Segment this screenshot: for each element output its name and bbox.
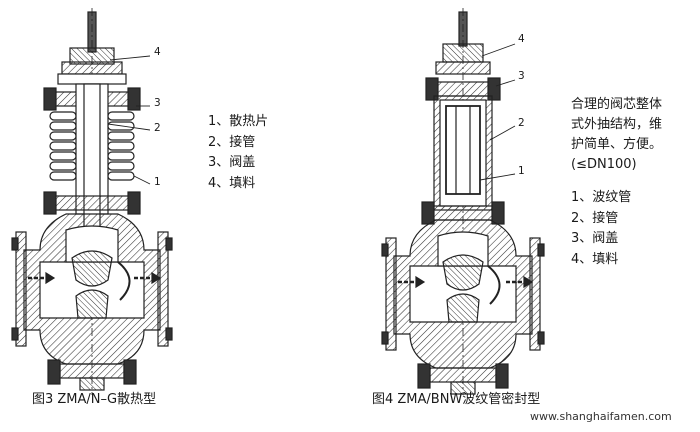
valve-figure-3: [11, 8, 173, 395]
figure3-caption: 图3 ZMA/N–G散热型: [32, 392, 157, 407]
callout-2: 2: [154, 122, 161, 134]
legend-item: 3、阀盖: [571, 231, 619, 246]
description-line: (≤DN100): [571, 157, 637, 172]
description-line: 合理的阀芯整体: [571, 97, 663, 112]
legend-item: 1、散热片: [208, 114, 269, 129]
description-line: 护简单、方便。: [571, 137, 663, 152]
legend-item: 4、填料: [571, 251, 619, 267]
cooling-fins: [49, 111, 135, 181]
description-line: 式外抽结构，维: [571, 117, 663, 132]
callout-3: 3: [154, 97, 161, 109]
figure4-description: 合理的阀芯整体 式外抽结构，维 护简单、方便。 (≤DN100): [571, 95, 662, 175]
legend-item: 3、阀盖: [208, 155, 256, 170]
legend-item: 1、波纹管: [571, 190, 632, 205]
callout-1: 1: [154, 176, 161, 188]
figure4-legend: 1、波纹管 2、接管 3、阀盖 4、填料: [571, 188, 631, 270]
callout-4: 4: [154, 46, 161, 58]
callout-3: 3: [518, 70, 525, 82]
legend-item: 2、接管: [208, 134, 256, 150]
figure4-caption: 图4 ZMA/BNW波纹管密封型: [372, 392, 541, 407]
legend-item: 2、接管: [571, 210, 619, 226]
callout-4: 4: [518, 33, 525, 45]
figure3-legend: 1、散热片 2、接管 3、阀盖 4、填料: [208, 112, 268, 194]
callout-2: 2: [518, 117, 525, 129]
legend-item: 4、填料: [208, 175, 256, 191]
callout-1: 1: [518, 165, 525, 177]
valve-figure-4: [381, 8, 545, 395]
watermark-url: www.shanghaifamen.com: [530, 410, 672, 423]
